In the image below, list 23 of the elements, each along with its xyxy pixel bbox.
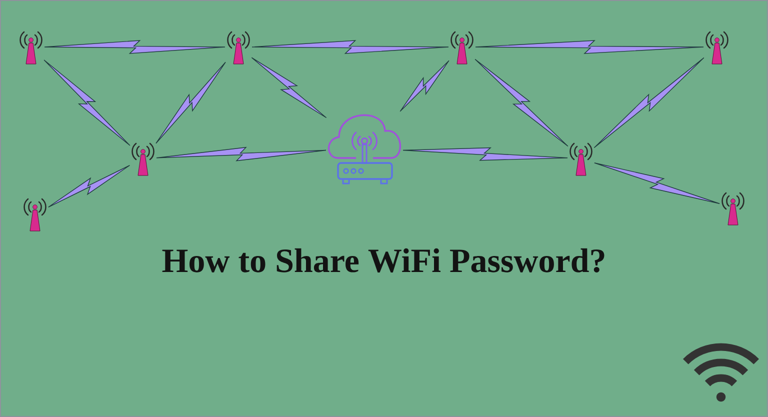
title: How to Share WiFi Password? (162, 248, 604, 272)
antenna-icon (24, 198, 46, 232)
lightning-bolt (48, 165, 130, 208)
lightning-bolt (156, 62, 226, 144)
antenna-icon (20, 31, 42, 64)
antenna-icon (570, 142, 592, 176)
antenna-icon (706, 31, 728, 64)
lightning-bolt (156, 146, 326, 162)
lightning-bolt (44, 60, 130, 146)
cloud-router-icon (328, 114, 401, 184)
lightning-bolt (251, 57, 327, 118)
lightning-bolt (475, 40, 704, 54)
lightning-bolt (402, 147, 568, 161)
lightning-bolt (474, 58, 568, 147)
antenna-icon (722, 192, 744, 226)
lightning-bolt (594, 57, 704, 148)
lightning-bolt (44, 40, 226, 54)
antenna-icon (132, 142, 154, 176)
lightning-bolt (400, 60, 450, 112)
lightning-bolt (594, 162, 720, 204)
antenna-icon (227, 31, 250, 64)
lightning-bolt (252, 40, 449, 54)
antenna-icon (450, 31, 474, 64)
